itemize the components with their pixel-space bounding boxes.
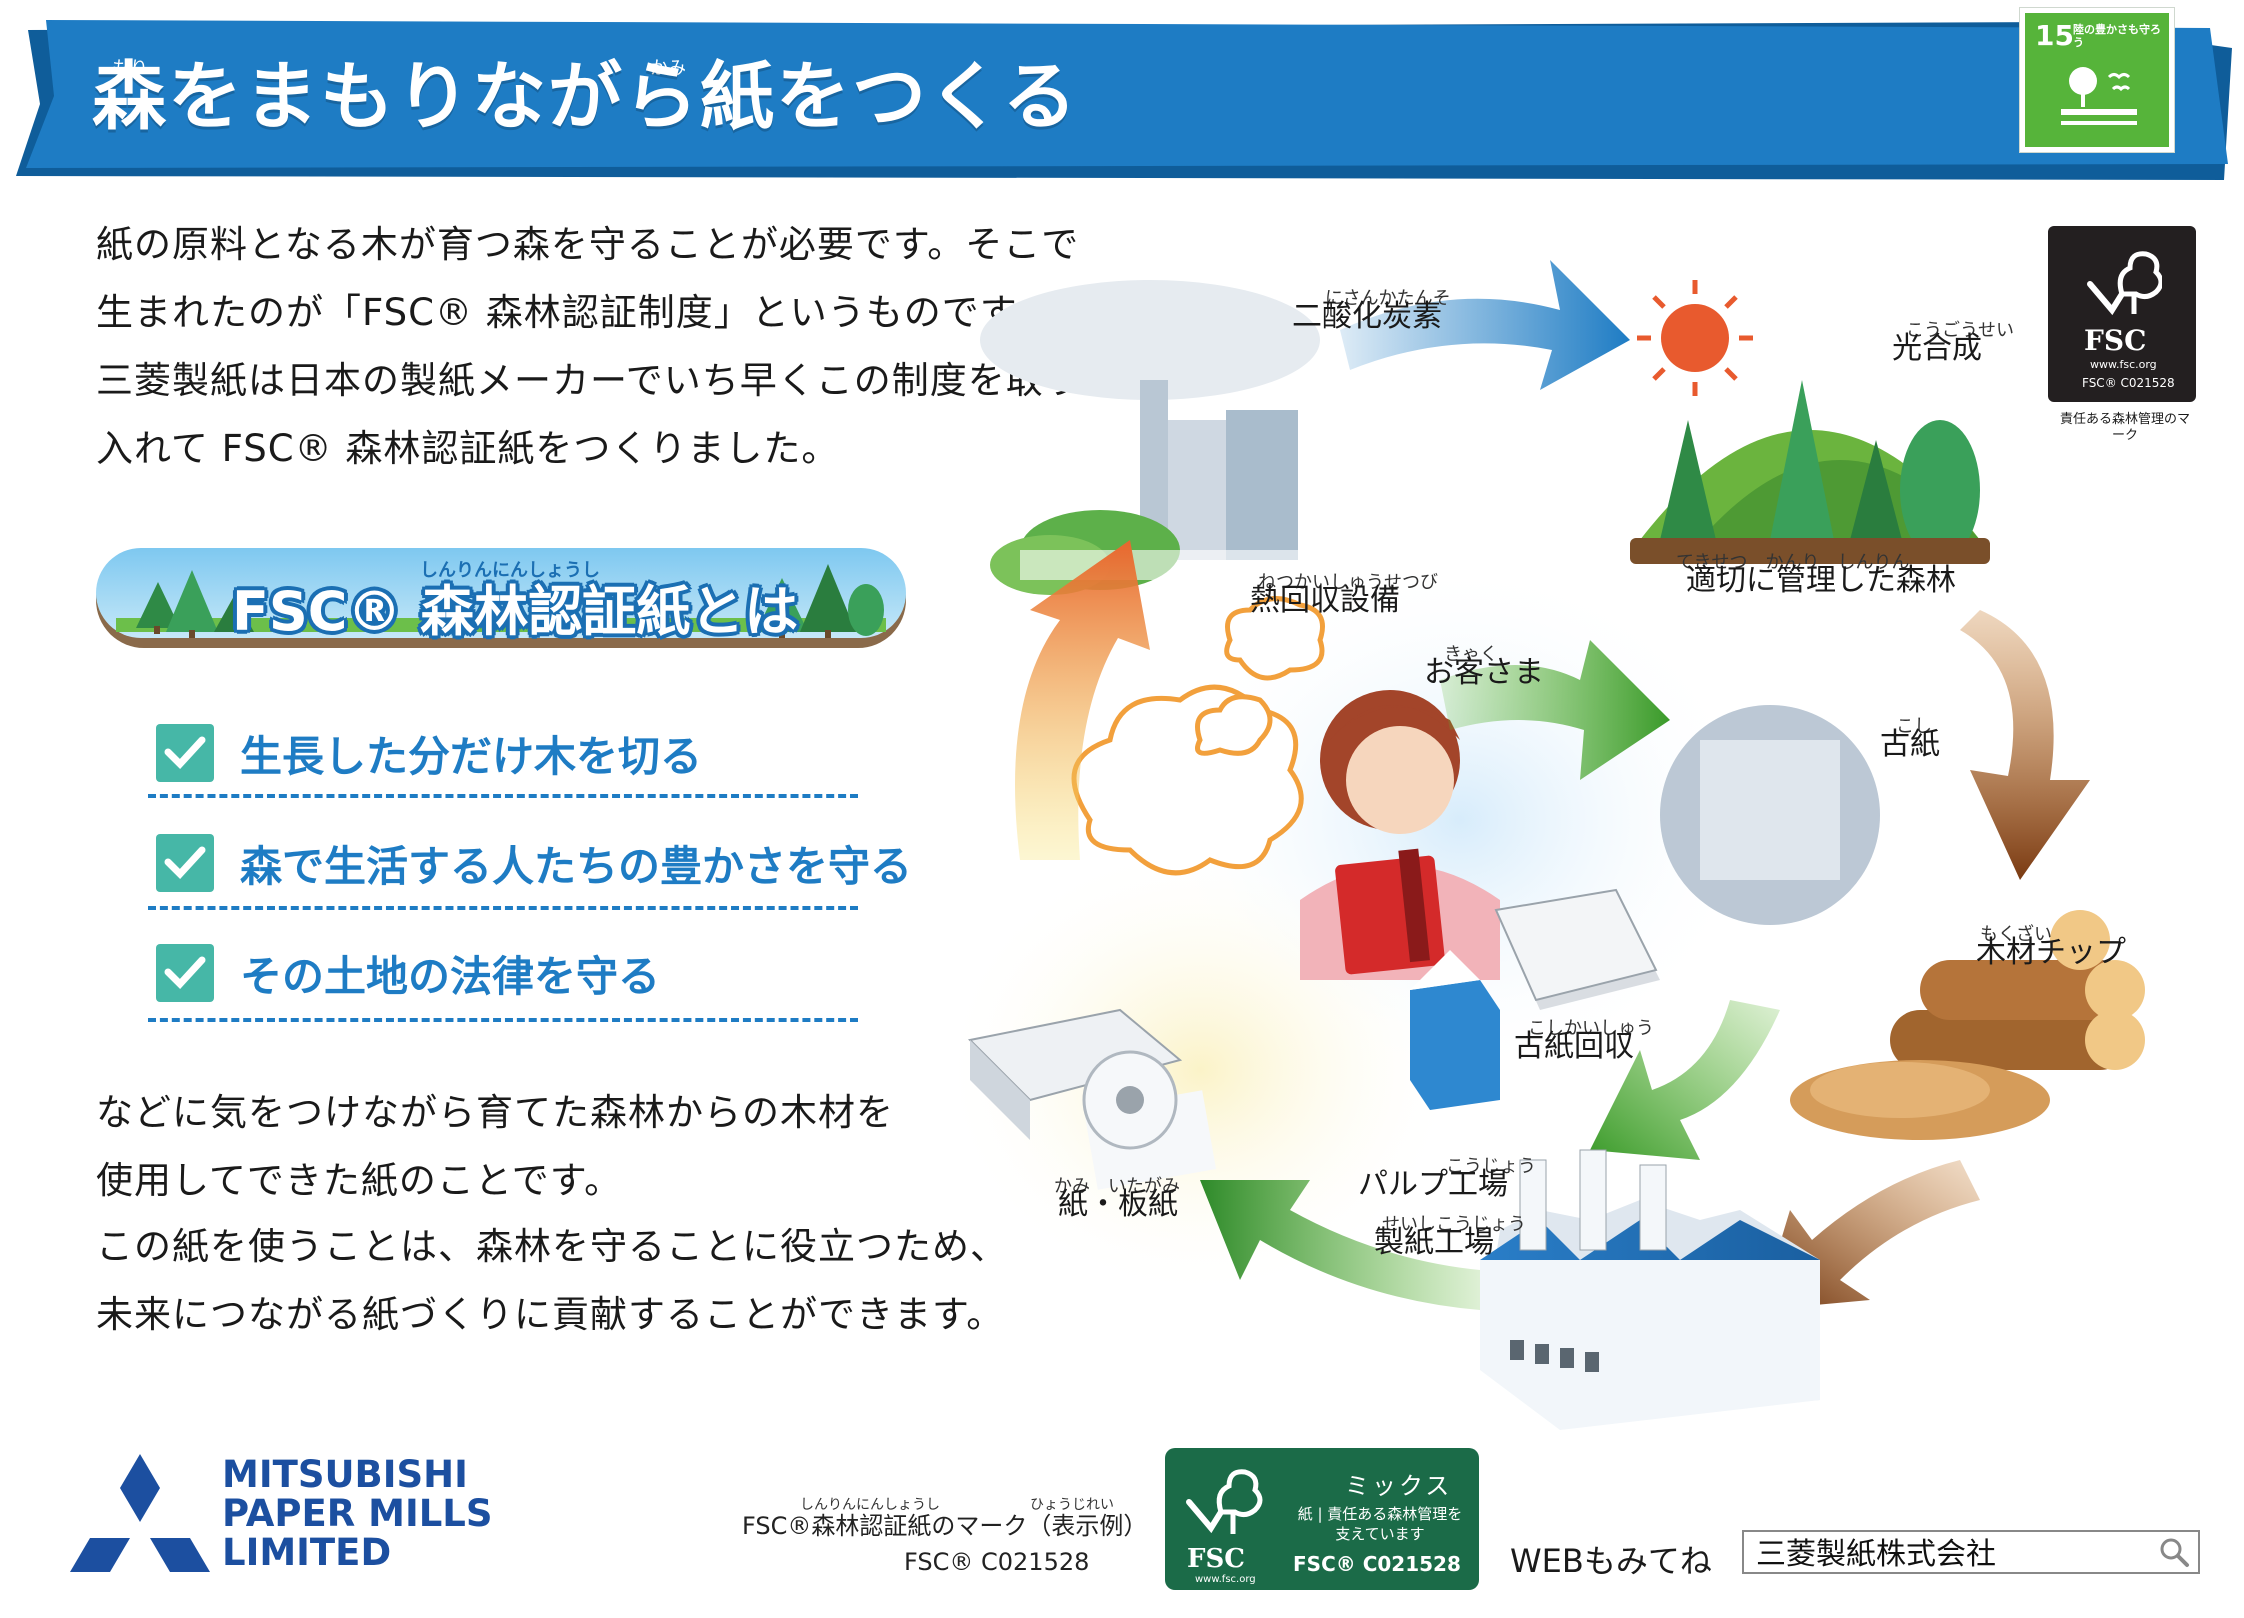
forest-ruby: てきせつ かんり しんりん [1676, 552, 1910, 573]
pulp-mill-label: パルプ工場 [1358, 1167, 1508, 1202]
fsc-mix-desc: 紙 | 責任ある森林管理を支えています [1297, 1505, 1463, 1544]
fsc-mark-caption: FSC®森林認証紙のマーク（表示例） [742, 1512, 1148, 1540]
company-name: MITSUBISHI PAPER MILLS LIMITED [222, 1453, 493, 1574]
wood-chip-label: 木材チップ [1976, 935, 2126, 970]
fsc-mix-url: www.fsc.org [1195, 1574, 1256, 1585]
heat-recovery-label: 熱回収設備 [1250, 583, 1400, 618]
fsc-heading-ruby: しんりんにんしょうし [420, 560, 600, 581]
dashed-divider [148, 1018, 858, 1022]
paper-mill-label: 製紙工場 [1374, 1225, 1494, 1260]
forest-label: 適切に管理した森林 [1686, 563, 1956, 598]
fsc-mix-code: FSC® C021528 [1293, 1552, 1461, 1576]
outro-line-3: この紙を使うことは、森林を守ることに役立つため、 [96, 1225, 1008, 1268]
pulp-mill-ruby: こうじょう [1446, 1156, 1536, 1177]
title-ruby-kami: かみ [650, 58, 686, 79]
wastepaper-ruby: こし [1896, 716, 1932, 737]
collection-label: 古紙回収 [1514, 1029, 1634, 1064]
company-name-line1: MITSUBISHI [222, 1453, 468, 1496]
wastepaper-label: 古紙 [1880, 727, 1940, 762]
search-box[interactable] [1742, 1530, 2200, 1574]
header-banner [16, 20, 2232, 180]
co2-label: 二酸化炭素 [1292, 299, 1442, 334]
fsc-tree-check-icon [1186, 1469, 1263, 1534]
fsc-logo-code: FSC® C021528 [2082, 376, 2175, 390]
fsc-mix-title: ミックス [1345, 1472, 1453, 1500]
check-icon [156, 724, 214, 782]
paper-cycle-diagram [940, 260, 2145, 1430]
check-icon [156, 834, 214, 892]
sdg-number: 15 [2035, 19, 2074, 52]
wood-chip-ruby: もくざい [1980, 924, 2052, 945]
company-name-line2: PAPER MILLS [222, 1491, 493, 1535]
search-icon[interactable] [2158, 1536, 2190, 1568]
intro-line-3: 三菱製紙は日本の製紙メーカーでいち早くこの制度を取り [96, 359, 1082, 402]
photosynthesis-ruby: こうごうせい [1906, 320, 2014, 341]
dashed-divider [148, 906, 858, 910]
checklist-item: その土地の法律を守る [240, 952, 661, 1001]
paper-board-label: 紙・板紙 [1058, 1187, 1178, 1222]
mitsubishi-three-diamonds-logo [70, 1454, 210, 1572]
photosynthesis-label: 光合成 [1892, 331, 1982, 366]
outro-line-1: などに気をつけながら育てた森林からの木材を [96, 1091, 894, 1134]
co2-ruby: にさんかたんそ [1325, 288, 1451, 309]
intro-line-1: 紙の原料となる木が育つ森を守ることが必要です。そこで [96, 223, 1080, 266]
fsc-mix-fsc: FSC [1187, 1544, 1245, 1574]
checklist-item: 森で生活する人たちの豊かさを守る [240, 842, 913, 891]
customer-ruby: きゃく [1444, 644, 1498, 665]
customer-label: お客さま [1424, 655, 1544, 690]
paper-mill-ruby: せいしこうじょう [1382, 1214, 1526, 1235]
outro-line-4: 未来につながる紙づくりに貢献することができます。 [96, 1293, 1005, 1336]
search-input[interactable] [1744, 1532, 2136, 1570]
intro-line-2: 生まれたのが「FSC® 森林認証制度」というものです。 [96, 291, 1053, 334]
dashed-divider [148, 794, 858, 798]
fsc-logo: FSC www.fsc.org FSC® C021528 [2048, 226, 2196, 402]
page-title: 森をまもりながら紙をつくる [92, 54, 1079, 140]
fsc-logo-url: www.fsc.org [2090, 358, 2157, 371]
paper-board-ruby: かみ いたがみ [1054, 1176, 1180, 1197]
fsc-caption-ruby-2: ひょうじれい [1030, 1497, 1114, 1513]
outro-line-2: 使用してできた紙のことです。 [96, 1159, 623, 1202]
fsc-mix-label: FSC www.fsc.org ミックス 紙 | 責任ある森林管理を支えています… [1165, 1448, 1479, 1590]
fsc-heading-pill [96, 548, 906, 648]
fsc-logo-text: FSC [2084, 324, 2147, 357]
web-label: WEBもみてね [1510, 1542, 1712, 1580]
fsc-caption-ruby-1: しんりんにんしょうし [800, 1497, 940, 1513]
fsc-logo-caption: 責任ある森林管理のマーク [2060, 412, 2191, 444]
title-ruby-mori: もり [112, 58, 148, 79]
fsc-tree-check-icon [2087, 251, 2162, 316]
tree-bird-icon [2061, 67, 2137, 125]
sdg-text: 陸の豊かさも守ろう [2073, 23, 2161, 50]
company-name-line3: LIMITED [222, 1530, 392, 1574]
fsc-mark-code: FSC® C021528 [904, 1548, 1090, 1576]
collection-ruby: こしかいしゅう [1528, 1018, 1654, 1039]
sdg-15-badge: 15 陸の豊かさも守ろう [2020, 8, 2174, 152]
intro-line-4: 入れて FSC® 森林認証紙をつくりました。 [96, 427, 840, 470]
checklist-item: 生長した分だけ木を切る [240, 732, 703, 781]
fsc-heading-title: FSC® 森林認証紙とは [232, 580, 799, 643]
heat-recovery-ruby: ねつかいしゅうせつび [1258, 572, 1438, 593]
check-icon [156, 944, 214, 1002]
